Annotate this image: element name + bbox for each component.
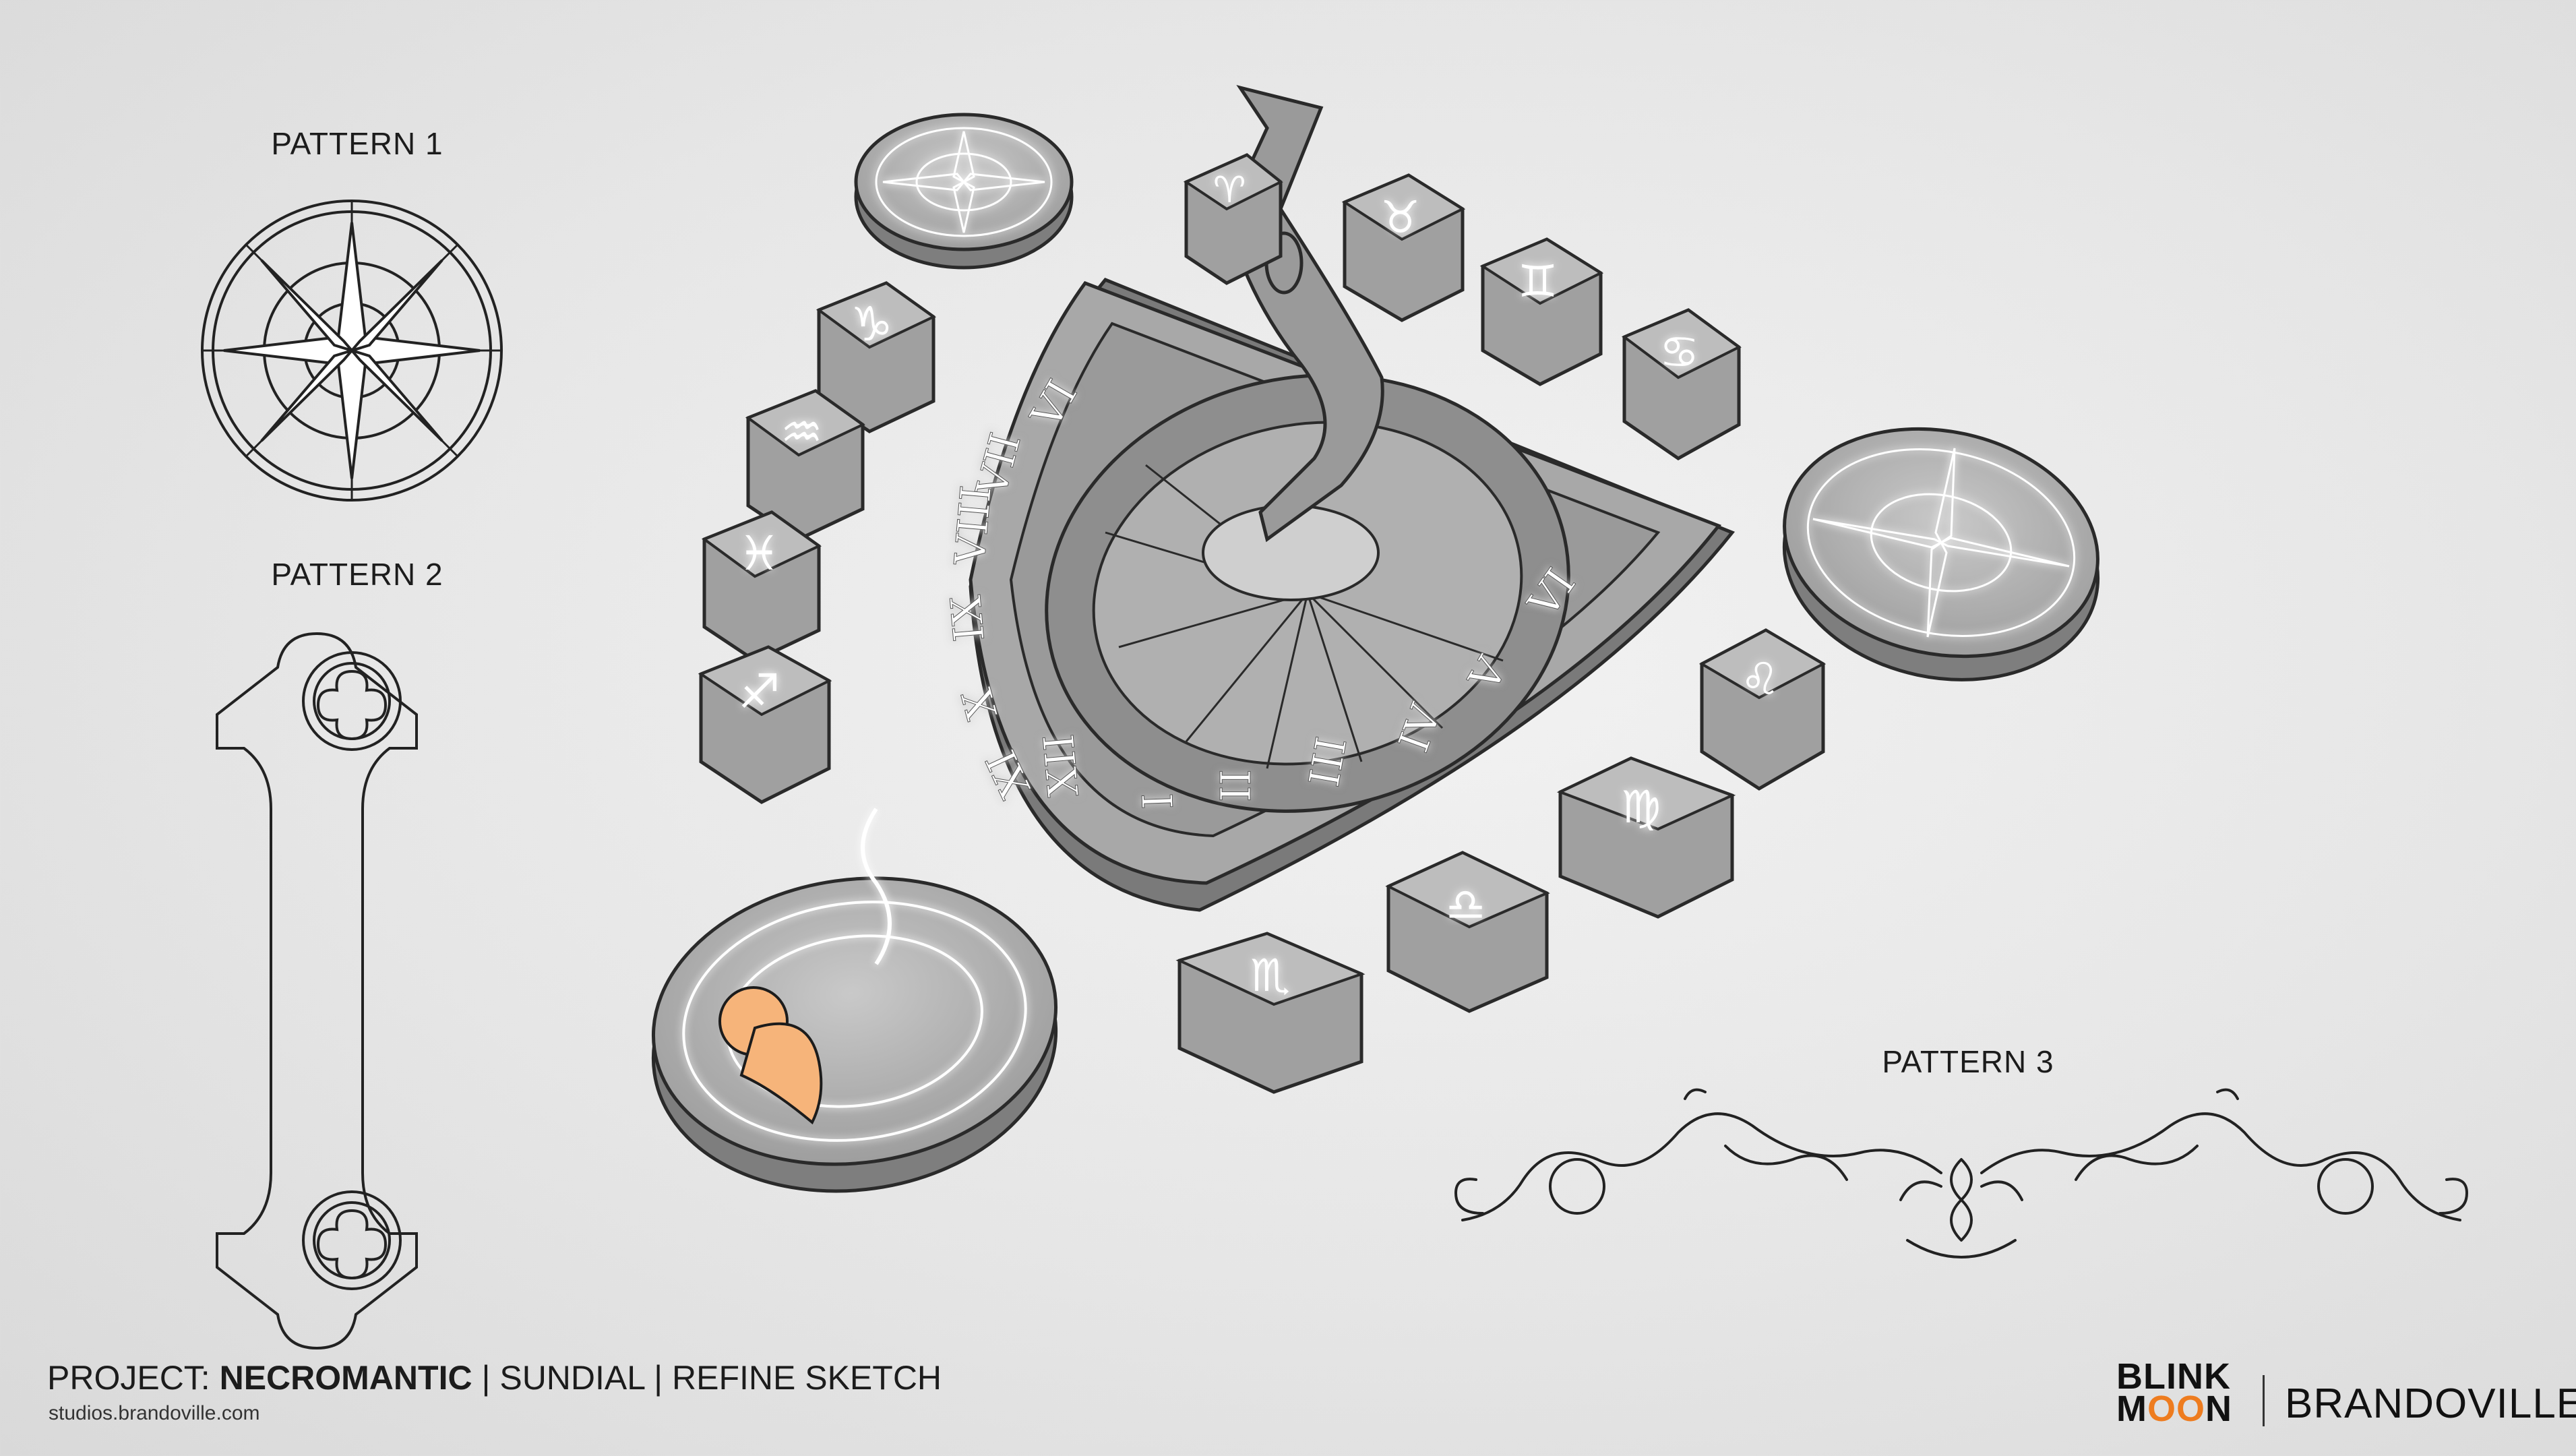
- zodiac-sagittarius-glyph: ♐: [738, 664, 780, 719]
- dial-numeral-xii: XII: [1034, 732, 1088, 799]
- zodiac-aquarius-glyph: ♒: [780, 404, 823, 460]
- pattern-1-title: PATTERN 1: [271, 126, 443, 161]
- zodiac-pisces-glyph: ♓: [738, 526, 780, 581]
- zodiac-libra-glyph: ♎: [1446, 879, 1485, 931]
- pattern-2-title: PATTERN 2: [271, 557, 443, 592]
- sundial-base: [969, 277, 1736, 912]
- zodiac-cube-3: ♓: [701, 510, 822, 663]
- dial-numeral-i: I: [1133, 792, 1183, 810]
- zodiac-cube-8: ♋: [1622, 308, 1742, 460]
- zodiac-cube-4: ♐: [698, 645, 832, 804]
- logo-separator: [2263, 1375, 2265, 1426]
- zodiac-leo-glyph: ♌: [1740, 653, 1780, 705]
- pattern-1-compass-rose: [201, 200, 503, 502]
- blink-moon-logo-line1: BLINK: [2116, 1356, 2231, 1397]
- project-title: PROJECT: NECROMANTIC | SUNDIAL | REFINE …: [47, 1358, 942, 1397]
- stone-disc-bottom: [651, 808, 1058, 1193]
- zodiac-scorpio-glyph: ♏: [1250, 950, 1290, 1002]
- dial-numeral-viii: VIII: [945, 483, 1001, 568]
- dial-numeral-iii: III: [1299, 733, 1357, 791]
- project-details: | SUNDIAL | REFINE SKETCH: [472, 1359, 942, 1397]
- zodiac-cube-9: ♌: [1698, 628, 1827, 791]
- brandoville-logo: BRANDOVILLE: [2285, 1381, 2576, 1427]
- zodiac-cube-2: ♒: [745, 389, 865, 541]
- studio-url: studios.brandoville.com: [49, 1402, 260, 1424]
- zodiac-gemini-glyph: ♊: [1518, 255, 1558, 307]
- blink-moon-logo-n: N: [2205, 1389, 2232, 1429]
- blink-moon-logo: BLINK MOON: [2116, 1356, 2232, 1427]
- zodiac-cube-12: ♏: [1175, 932, 1366, 1094]
- project-prefix: PROJECT:: [47, 1359, 220, 1397]
- zodiac-aries-glyph: ♈: [1213, 169, 1246, 211]
- zodiac-cube-11: ♎: [1385, 851, 1550, 1013]
- zodiac-virgo-glyph: ♍: [1621, 781, 1661, 833]
- zodiac-cube-1: ♑: [816, 281, 936, 433]
- stone-disc-right: [1782, 427, 2100, 681]
- pattern-3-ornament: [1454, 1088, 2469, 1258]
- zodiac-cube-10: ♍: [1556, 756, 1736, 919]
- zodiac-cancer-glyph: ♋: [1659, 326, 1699, 378]
- zodiac-cube-6: ♉: [1341, 173, 1466, 322]
- blink-moon-logo-m: M: [2116, 1389, 2147, 1429]
- zodiac-taurus-glyph: ♉: [1380, 191, 1420, 243]
- blink-moon-logo-oo: OO: [2147, 1389, 2205, 1429]
- zodiac-cube-5: ♈: [1183, 153, 1283, 285]
- zodiac-capricorn-glyph: ♑: [851, 297, 893, 352]
- pattern-2-frame: [216, 632, 418, 1350]
- project-name: NECROMANTIC: [219, 1359, 472, 1397]
- zodiac-cube-7: ♊: [1479, 237, 1604, 386]
- stone-disc-top: [854, 113, 1074, 270]
- dial-numeral-ix: IX: [941, 593, 994, 644]
- dial-numeral-ii: II: [1211, 769, 1260, 802]
- pattern-3-title: PATTERN 3: [1882, 1044, 2054, 1079]
- orange-marker: [718, 986, 823, 1125]
